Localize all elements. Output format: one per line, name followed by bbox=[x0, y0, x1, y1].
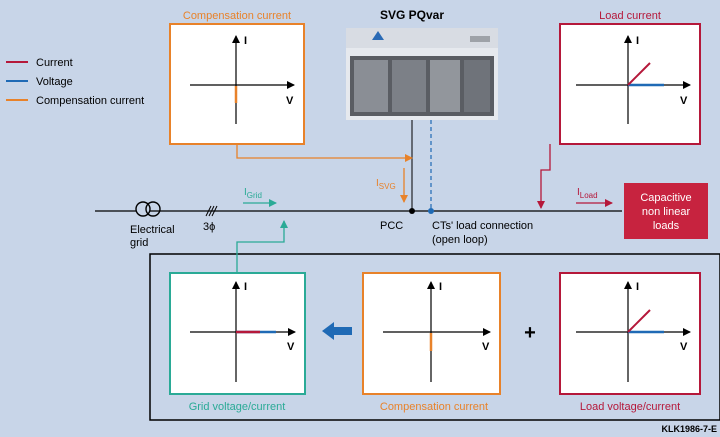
load-current-feed-arrow bbox=[537, 144, 551, 209]
pcc-point bbox=[409, 208, 415, 214]
plus-sign: + bbox=[524, 322, 536, 344]
axis-i-label: I bbox=[439, 281, 442, 293]
top-load-title: Load current bbox=[599, 10, 661, 22]
result-frame bbox=[149, 253, 720, 421]
ct-point bbox=[428, 208, 434, 214]
load-box-line-3: loads bbox=[653, 220, 680, 232]
ct-label-1: CTs' load connection bbox=[432, 220, 533, 232]
three-phase-label: 3ϕ bbox=[203, 221, 215, 233]
axis-v-label: V bbox=[286, 95, 294, 107]
bottom-grid-title: Grid voltage/current bbox=[189, 401, 286, 413]
axis-i-label: I bbox=[244, 35, 247, 47]
bottom-compensation-title: Compensation current bbox=[380, 401, 488, 413]
device-title: SVG PQvar bbox=[380, 8, 444, 22]
ct-label-2: (open loop) bbox=[432, 234, 488, 246]
load-current-vector bbox=[627, 309, 651, 333]
top-compensation-title: Compensation current bbox=[183, 10, 291, 22]
axis-i-label: I bbox=[636, 35, 639, 47]
result-arrow-icon bbox=[322, 322, 352, 340]
legend-voltage-label: Voltage bbox=[36, 76, 73, 88]
figure-code: KLK1986-7-E bbox=[661, 424, 717, 434]
i-svg-label: ISVG bbox=[376, 178, 396, 191]
grid-feedback-arrow bbox=[236, 220, 288, 272]
bottom-load-title: Load voltage/current bbox=[580, 401, 680, 413]
axis-v-label: V bbox=[287, 341, 295, 353]
load-box-line-1: Capacitive bbox=[640, 192, 691, 204]
capacitive-load-box: Capacitive non linear loads bbox=[624, 183, 708, 239]
load-current-vector bbox=[627, 62, 651, 86]
bottom-grid-panel: I V bbox=[169, 272, 306, 395]
legend-compensation-label: Compensation current bbox=[36, 95, 144, 107]
bottom-compensation-panel: I V bbox=[362, 272, 501, 395]
pcc-label: PCC bbox=[380, 220, 403, 232]
svg-pqvar-device-image bbox=[346, 28, 498, 120]
axis-v-label: V bbox=[680, 95, 688, 107]
legend-current-label: Current bbox=[36, 57, 73, 69]
bottom-load-panel: I V bbox=[559, 272, 701, 395]
top-compensation-panel: I V bbox=[169, 23, 305, 145]
top-load-panel: I V bbox=[559, 23, 701, 145]
compensation-feed-arrow bbox=[236, 144, 413, 162]
transformer-icon bbox=[135, 201, 161, 217]
electrical-grid-label-1: Electrical bbox=[130, 224, 175, 236]
axis-v-label: V bbox=[482, 341, 490, 353]
legend: Current Voltage Compensation current bbox=[6, 57, 144, 107]
three-phase-marker bbox=[205, 205, 218, 217]
axis-i-label: I bbox=[244, 281, 247, 293]
load-box-line-2: non linear bbox=[642, 206, 691, 218]
electrical-grid-label-2: grid bbox=[130, 237, 148, 249]
axis-i-label: I bbox=[636, 281, 639, 293]
i-load-label: ILoad bbox=[577, 187, 598, 200]
axis-v-label: V bbox=[680, 341, 688, 353]
i-grid-label: IGrid bbox=[244, 187, 262, 200]
